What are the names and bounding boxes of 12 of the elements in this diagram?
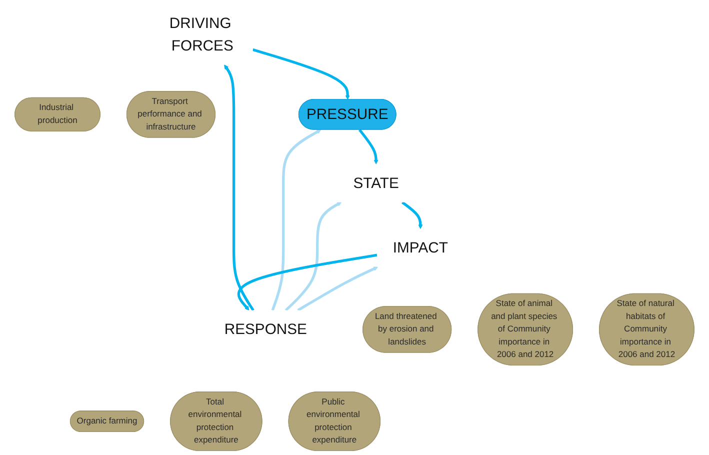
node-text: STATE	[353, 174, 399, 192]
arrow	[271, 130, 322, 311]
arrow	[297, 266, 378, 312]
node-text: IMPACT	[392, 239, 448, 256]
arrow	[284, 202, 342, 312]
arrow	[358, 129, 378, 164]
node-text: DRIVING FORCES	[169, 14, 234, 54]
arrow	[224, 64, 254, 312]
arrow	[401, 201, 423, 230]
arrow	[252, 48, 350, 100]
node-text: RESPONSE	[224, 320, 307, 338]
arrow	[237, 254, 378, 311]
